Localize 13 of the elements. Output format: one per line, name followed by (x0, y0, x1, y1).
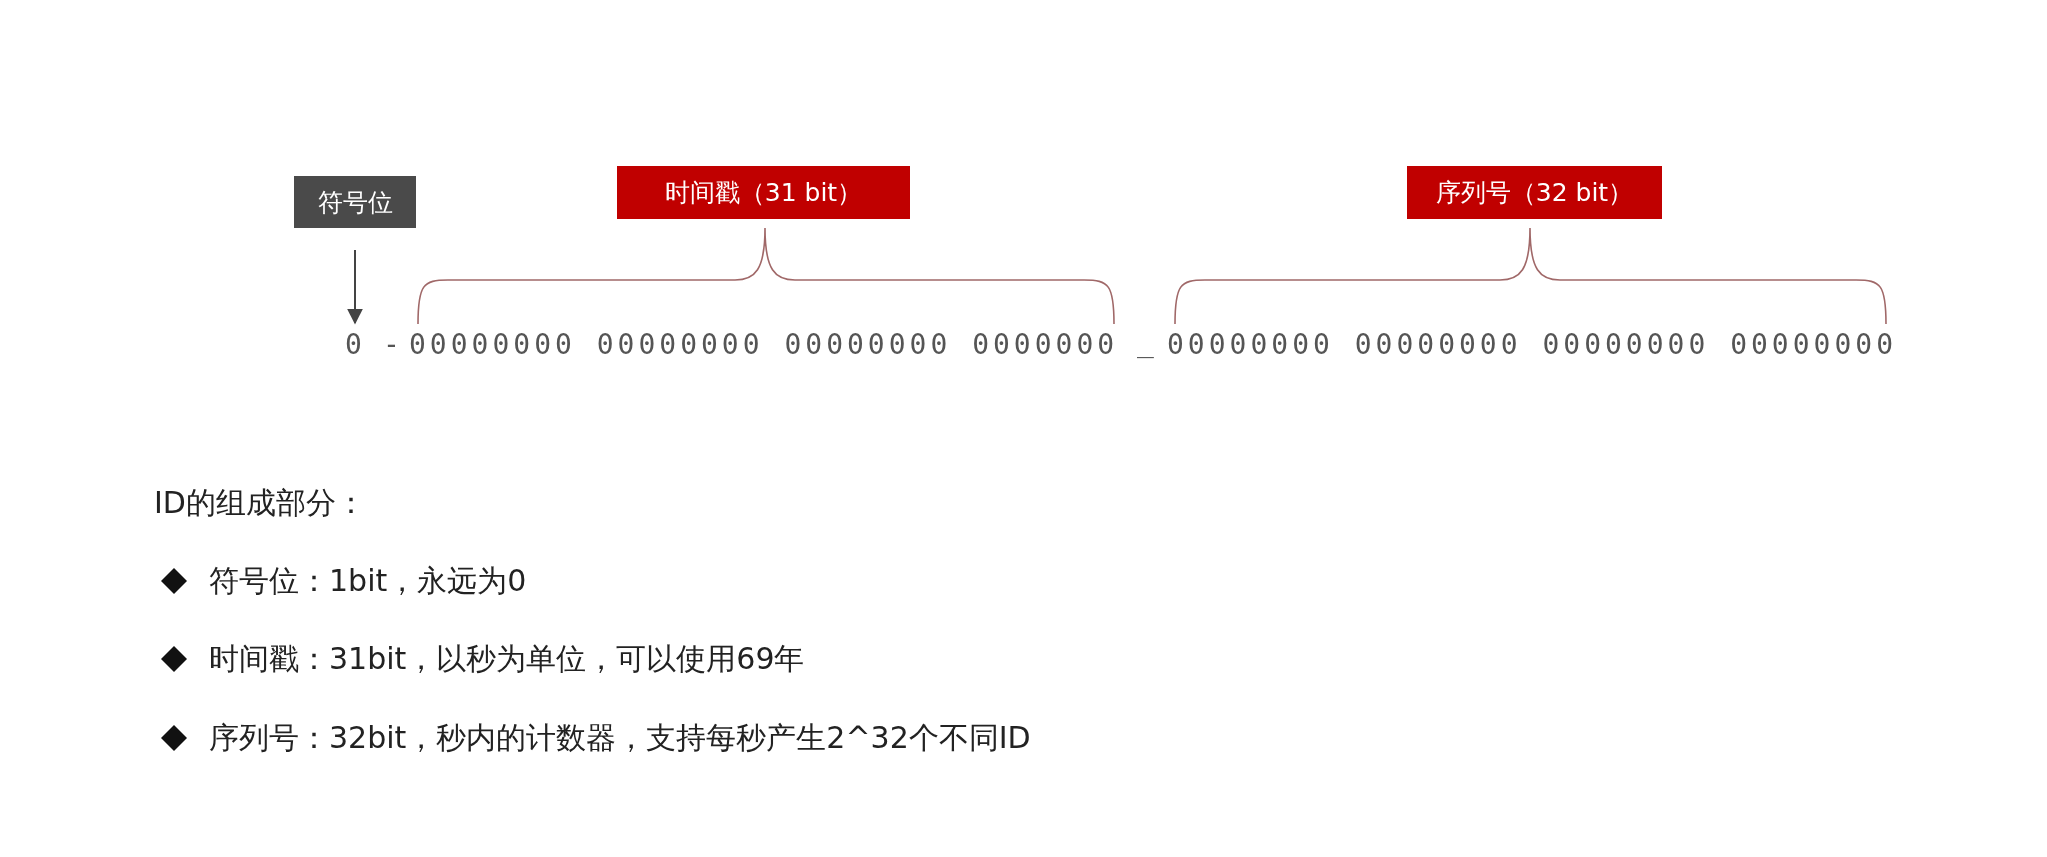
sign-bit: 0 (345, 325, 369, 365)
arrow (347, 249, 363, 325)
bit-group: 00000000 00000000 00000000 00000000 (1167, 325, 1897, 365)
label-tag: 符号位 (294, 176, 416, 228)
list-item: 序列号：32bit，秒内的计数器，支持每秒产生2^32个不同ID (209, 719, 1031, 757)
section-heading: ID的组成部分： (154, 484, 366, 522)
list-item: 符号位：1bit，永远为0 (209, 562, 527, 600)
list-item: 时间戳：31bit，以秒为单位，可以使用69年 (209, 640, 805, 678)
field-label-tag: 序列号（32 bit） (1407, 166, 1662, 219)
bit-group: 00000000 00000000 00000000 0000000 (409, 325, 1119, 365)
separator: _ (1137, 324, 1158, 360)
field-label-tag: 时间戳（31 bit） (617, 166, 910, 219)
separator: - (383, 327, 404, 363)
